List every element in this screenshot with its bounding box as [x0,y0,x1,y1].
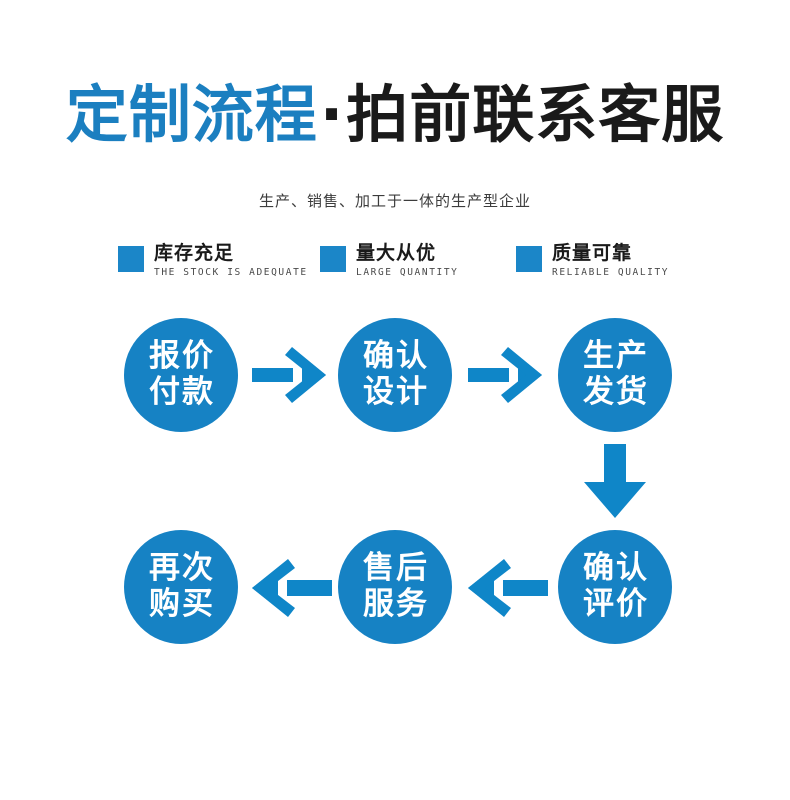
flow-node-label-line1: 再次 [149,550,215,587]
page-title-primary: 定制流程 [65,78,318,151]
flow-node-produce-ship: 生产 发货 [558,318,672,432]
flow-node-repurchase: 再次 购买 [124,530,238,644]
feature-badge-text: 量大从优 LARGE QUANTITY [356,242,459,278]
flow-node-confirm-review: 确认 评价 [558,530,672,644]
feature-badge-label-en: LARGE QUANTITY [356,266,459,278]
arrow-right-icon [468,345,544,405]
feature-badge-list: 库存充足 THE STOCK IS ADEQUATE 量大从优 LARGE QU… [118,242,678,285]
flow-node-label-line1: 报价 [149,338,215,375]
flow-node-label-line1: 售后 [363,550,429,587]
feature-badge-stock: 库存充足 THE STOCK IS ADEQUATE [118,242,308,278]
page-title-secondary: 拍前联系客服 [346,78,725,151]
square-bullet-icon [118,246,144,272]
square-bullet-icon [320,246,346,272]
page-subtitle: 生产、销售、加工于一体的生产型企业 [258,192,531,210]
feature-badge-label-en: THE STOCK IS ADEQUATE [154,266,308,278]
arrow-right-icon [252,345,328,405]
flow-node-label-line2: 发货 [583,374,649,410]
flow-node-quote-payment: 报价 付款 [124,318,238,432]
page-title-separator: · [319,78,345,151]
flow-node-label-line2: 购买 [149,586,215,622]
arrow-left-icon [464,557,548,619]
flow-node-label-line2: 付款 [149,374,215,410]
feature-badge-label-cn: 量大从优 [356,242,437,264]
flow-node-label-line2: 设计 [363,374,429,410]
flow-node-label-line1: 生产 [583,338,649,375]
feature-badge-quantity: 量大从优 LARGE QUANTITY [320,242,459,278]
flow-node-label-line2: 服务 [363,586,429,622]
feature-badge-label-en: RELIABLE QUALITY [552,266,670,278]
arrow-down-icon [578,444,652,520]
arrow-left-icon [248,557,332,619]
feature-badge-label-cn: 质量可靠 [552,242,633,264]
feature-badge-label-cn: 库存充足 [154,242,235,264]
flow-node-confirm-design: 确认 设计 [338,318,452,432]
square-bullet-icon [516,246,542,272]
page-header: 定制流程·拍前联系客服 [0,84,790,146]
page-title: 定制流程·拍前联系客服 [0,84,790,146]
feature-badge-text: 质量可靠 RELIABLE QUALITY [552,242,670,278]
flow-node-label-line1: 确认 [583,550,649,587]
feature-badge-quality: 质量可靠 RELIABLE QUALITY [516,242,670,278]
feature-badge-text: 库存充足 THE STOCK IS ADEQUATE [154,242,308,278]
flow-node-after-sales: 售后 服务 [338,530,452,644]
flow-node-label-line1: 确认 [363,338,429,375]
flow-node-label-line2: 评价 [583,586,649,622]
